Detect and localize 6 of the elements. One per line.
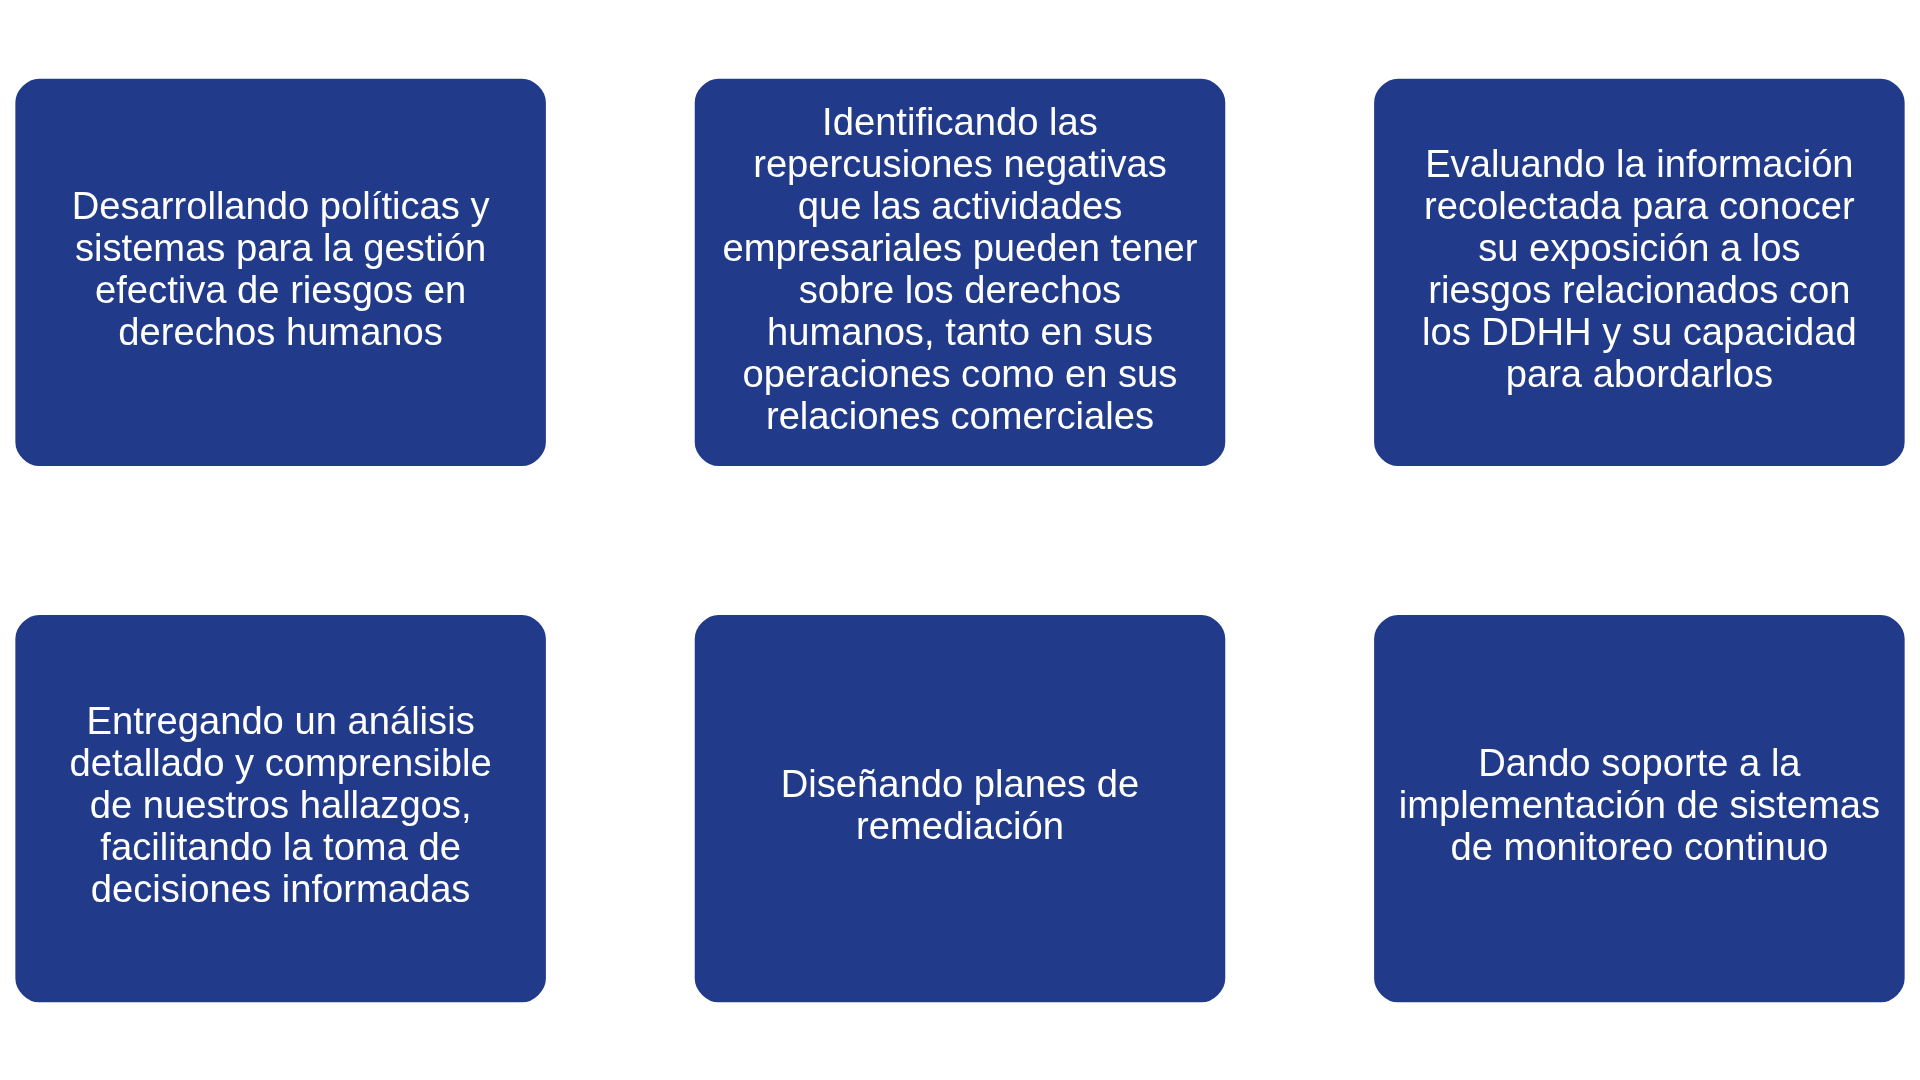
node-box: Evaluando la información recolectada para conocer su exposición a los riesgos relacionados con los DDHH y su capacidad para abordarlos bbox=[1374, 78, 1905, 466]
node-box: Identificando las repercusiones negativas que las actividades empresariales pueden tener sobre los derechos humanos, tanto en sus operaciones como en sus relaciones comerciales bbox=[694, 78, 1226, 466]
node-box: Entregando un análisis detallado y comprensible de nuestros hallazgos, facilitando la toma de decisiones informadas bbox=[15, 614, 546, 1002]
node-box: Desarrollando políticas y sistemas para la gestión efectiva de riesgos en derechos humanos bbox=[15, 78, 546, 466]
node-box: Dando soporte a la implementación de sistemas de monitoreo continuo bbox=[1374, 614, 1905, 1002]
node-box: Diseñando planes de remediación bbox=[694, 614, 1226, 1002]
